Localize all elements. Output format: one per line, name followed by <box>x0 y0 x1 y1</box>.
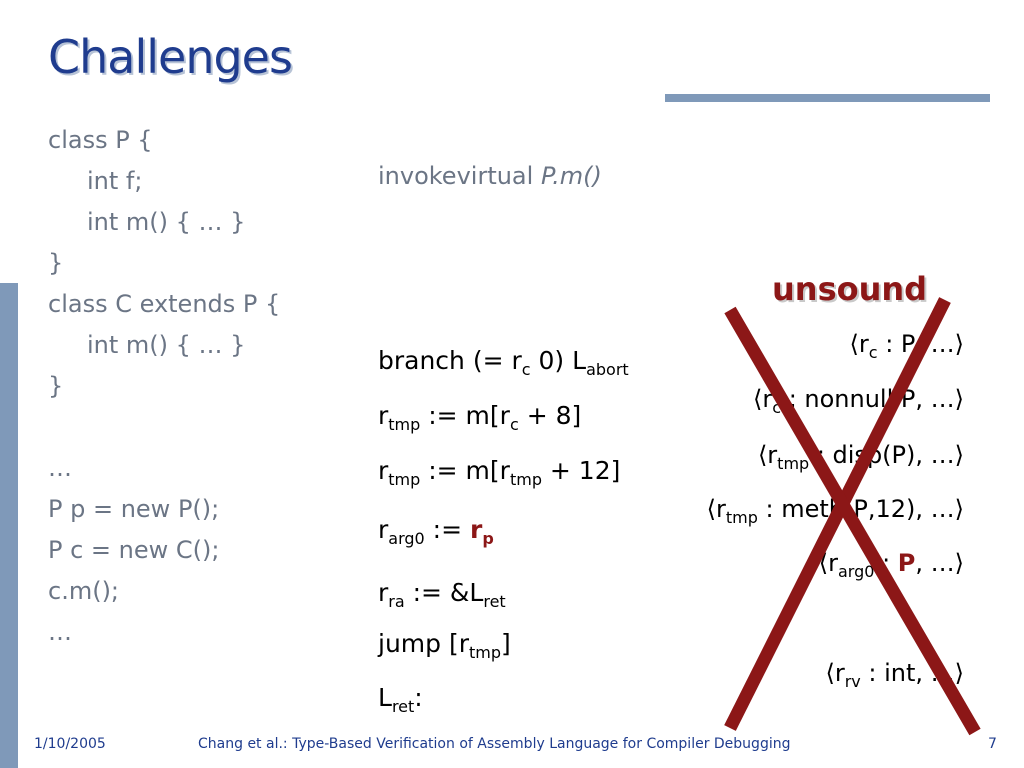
code-line: … <box>48 454 72 482</box>
bytecode-op: invokevirtual <box>378 162 541 190</box>
title-underline-bar <box>665 94 990 102</box>
bytecode-target: P.m() <box>540 162 602 190</box>
left-accent-bar <box>0 283 18 768</box>
type-annotation: ⟨rtmp : meth(P,12), …⟩ <box>706 495 964 527</box>
source-code-block: class P { int f; int m() { … } } class C… <box>48 120 280 653</box>
asm-line-arg0: rarg0 := rp <box>378 515 494 548</box>
code-line: int m() { … } <box>87 331 246 359</box>
code-line: P p = new P(); <box>48 495 220 523</box>
code-line: c.m(); <box>48 577 120 605</box>
asm-line-label: Lret: <box>378 683 423 716</box>
asm-line-jump: jump [rtmp] <box>378 629 511 662</box>
code-line: class C extends P { <box>48 290 281 318</box>
code-line: P c = new C(); <box>48 536 220 564</box>
unsound-label: unsound <box>772 270 928 308</box>
code-line: } <box>48 372 64 400</box>
type-annotation: ⟨rtmp : disp(P), …⟩ <box>757 441 964 473</box>
type-annotation: ⟨rc : nonnull P, …⟩ <box>753 385 964 417</box>
code-line: int m() { … } <box>87 208 246 236</box>
asm-line-load-meth: rtmp := m[rtmp + 12] <box>378 456 621 489</box>
code-line: int f; <box>87 167 143 195</box>
asm-line-branch: branch (= rc 0) Labort <box>378 346 629 379</box>
highlighted-register: rp <box>469 515 494 548</box>
code-line: class P { <box>48 126 153 154</box>
code-line: … <box>48 618 72 646</box>
asm-line-load-disp: rtmp := m[rc + 8] <box>378 401 582 434</box>
page-number: 7 <box>988 736 997 752</box>
bytecode-instruction: invokevirtual P.m() <box>378 162 602 190</box>
cross-stroke-2 <box>724 306 981 736</box>
footer-title: Chang et al.: Type-Based Verification of… <box>198 736 791 752</box>
asm-line-return-addr: rra := &Lret <box>378 578 506 611</box>
slide-title: Challenges <box>48 30 293 84</box>
cross-stroke-1 <box>724 297 951 731</box>
type-annotation: ⟨rarg0 : P, …⟩ <box>818 549 964 581</box>
footer-date: 1/10/2005 <box>34 736 106 752</box>
code-line: } <box>48 249 64 277</box>
